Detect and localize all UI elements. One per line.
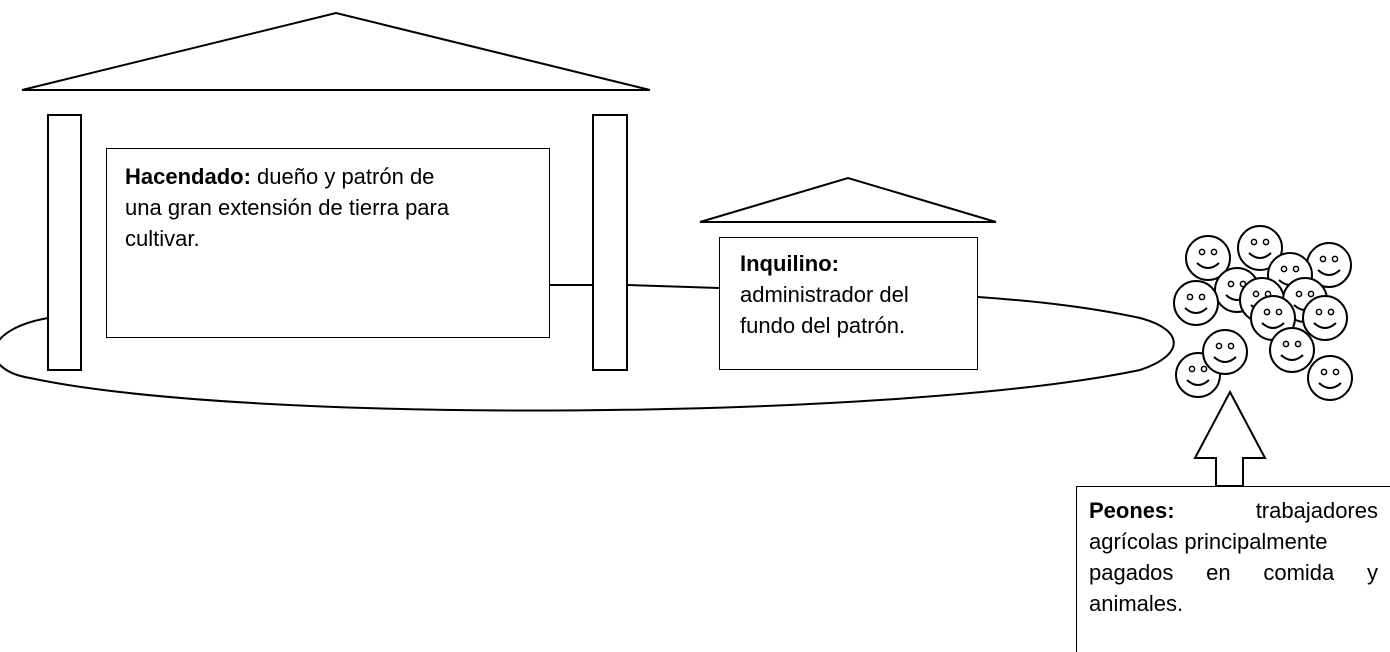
peones-line-1: Peones: trabajadores bbox=[1089, 495, 1378, 526]
smiley-face-icon bbox=[1237, 225, 1283, 271]
peones-definition-4: animales. bbox=[1089, 591, 1184, 616]
inquilino-definition-1: administrador del bbox=[740, 282, 909, 307]
estate-line-to-inquilino bbox=[626, 284, 720, 289]
estate-land-ellipse bbox=[0, 296, 1175, 412]
hacendado-line-1: Hacendado: dueño y patrón de bbox=[125, 161, 531, 192]
peones-word: pagados bbox=[1089, 560, 1174, 585]
peones-definition-1: trabajadores bbox=[1255, 498, 1378, 523]
inquilino-house-roof-icon bbox=[699, 176, 997, 223]
inquilino-term: Inquilino: bbox=[740, 251, 839, 276]
right-pillar-icon bbox=[592, 114, 628, 371]
peones-label-box: Peones: trabajadores agrícolas principal… bbox=[1076, 486, 1390, 652]
hacendado-definition-2: una gran extensión de tierra para bbox=[125, 195, 450, 220]
hacendado-label-box: Hacendado: dueño y patrón de una gran ex… bbox=[106, 148, 550, 338]
peones-word: y bbox=[1366, 560, 1378, 585]
smiley-face-icon bbox=[1202, 329, 1248, 375]
hacendado-house-roof-icon bbox=[21, 11, 651, 91]
smiley-face-icon bbox=[1307, 355, 1353, 401]
inquilino-label-box: Inquilino: administrador del fundo del p… bbox=[719, 237, 978, 370]
smiley-face-icon bbox=[1269, 327, 1315, 373]
inquilino-line-1: Inquilino: bbox=[740, 248, 957, 279]
hacendado-term: Hacendado: bbox=[125, 164, 251, 189]
hacendado-definition-1: dueño y patrón de bbox=[257, 164, 435, 189]
up-arrow-icon bbox=[1193, 389, 1267, 487]
peones-definition-2: agrícolas principalmente bbox=[1089, 529, 1328, 554]
left-pillar-icon bbox=[47, 114, 82, 371]
peones-definition-3: pagados en comida y bbox=[1089, 557, 1378, 588]
smiley-face-icon bbox=[1302, 295, 1348, 341]
hacendado-definition-3: cultivar. bbox=[125, 226, 200, 251]
inquilino-definition-2: fundo del patrón. bbox=[740, 313, 906, 338]
peones-word: comida bbox=[1263, 560, 1335, 585]
smiley-face-icon bbox=[1173, 280, 1219, 326]
smiley-face-icon bbox=[1185, 235, 1231, 281]
peones-word: en bbox=[1206, 560, 1231, 585]
peones-crowd-icon bbox=[1173, 225, 1353, 401]
peones-term: Peones: bbox=[1089, 498, 1175, 523]
